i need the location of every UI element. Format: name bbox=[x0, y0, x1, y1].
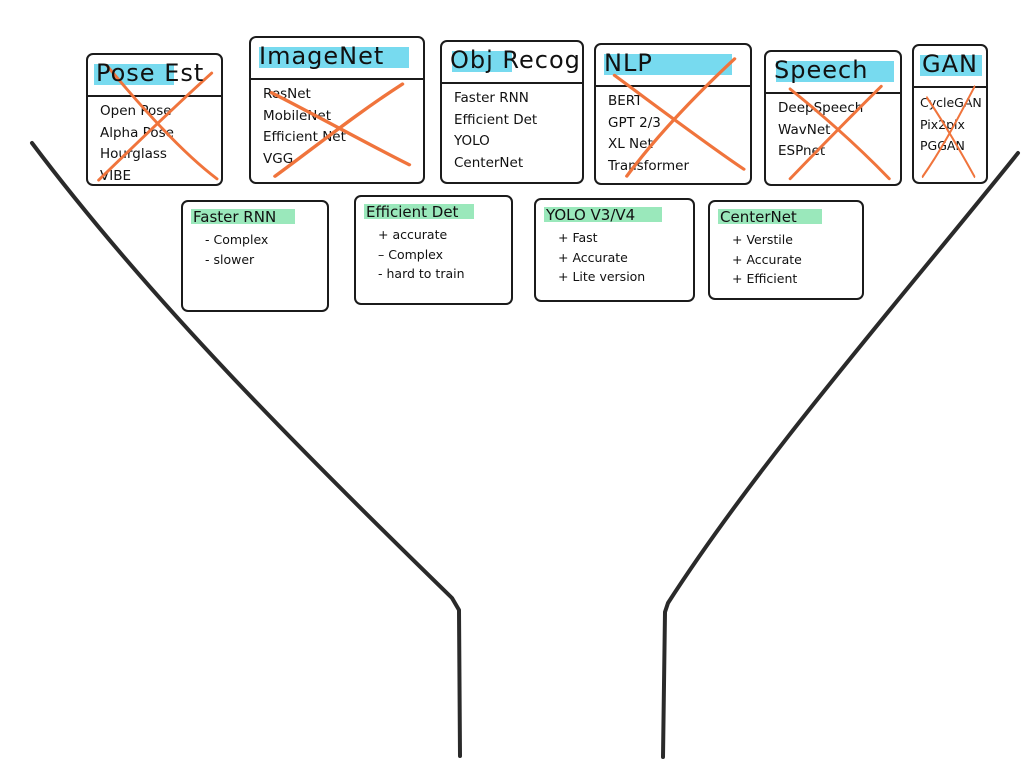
list-item: + accurate bbox=[378, 227, 448, 242]
category-title: NLP bbox=[604, 49, 653, 77]
list-item: BERT bbox=[608, 93, 643, 109]
list-item: Transformer bbox=[608, 157, 690, 174]
list-item: WavNet bbox=[778, 121, 831, 138]
note-title-highlight bbox=[718, 209, 822, 224]
note-title: Efficient Det bbox=[366, 203, 459, 221]
title-divider bbox=[914, 86, 986, 88]
note-card-centernet: CenterNet + Verstile + Accurate + Effici… bbox=[708, 200, 864, 300]
funnel-right-edge bbox=[661, 151, 1020, 759]
title-highlight bbox=[259, 47, 409, 68]
list-item: ESPnet bbox=[778, 143, 826, 159]
note-card-efficient-det: Efficient Det + accurate – Complex - har… bbox=[354, 195, 513, 305]
list-item: CenterNet bbox=[454, 154, 524, 171]
category-card-speech: Speech DeepSpeech WavNet ESPnet bbox=[764, 50, 902, 186]
list-item: GPT 2/3 bbox=[608, 114, 661, 131]
note-title-highlight bbox=[544, 207, 662, 222]
category-title: Pose Est bbox=[96, 59, 205, 87]
title-divider bbox=[251, 78, 423, 80]
funnel-left-edge bbox=[30, 141, 462, 758]
category-card-pose-est: Pose Est Open Pose Alpha Pose Hourglass … bbox=[86, 53, 223, 186]
model-list: Faster RNN Efficient Det YOLO CenterNet bbox=[454, 88, 537, 174]
list-item: Efficient Net bbox=[263, 129, 346, 145]
list-item: Faster RNN bbox=[454, 90, 529, 106]
note-title: YOLO V3/V4 bbox=[546, 206, 636, 224]
list-item: Open Pose bbox=[100, 103, 172, 119]
note-card-faster-rnn: Faster RNN - Complex - slower bbox=[181, 200, 329, 312]
list-item: Efficient Det bbox=[454, 111, 538, 128]
title-highlight bbox=[776, 61, 894, 82]
title-highlight bbox=[452, 51, 512, 72]
list-item: - Complex bbox=[205, 232, 269, 247]
model-list: CycleGAN Pix2pix PGGAN bbox=[920, 92, 982, 157]
title-divider bbox=[596, 85, 750, 87]
title-divider bbox=[766, 92, 900, 94]
list-item: Pix2pix bbox=[920, 116, 965, 132]
list-item: Hourglass bbox=[100, 146, 167, 162]
model-list: BERT GPT 2/3 XL Net Transformer bbox=[608, 91, 689, 177]
note-title-highlight bbox=[364, 204, 474, 219]
note-card-yolo: YOLO V3/V4 + Fast + Accurate + Lite vers… bbox=[534, 198, 695, 302]
list-item: PGGAN bbox=[920, 138, 965, 153]
list-item: + Fast bbox=[558, 230, 598, 245]
note-title: Faster RNN bbox=[193, 208, 277, 226]
list-item: VGG bbox=[263, 150, 294, 167]
title-divider bbox=[88, 95, 221, 97]
pros-cons-list: - Complex - slower bbox=[205, 230, 268, 269]
list-item: + Accurate bbox=[558, 249, 628, 265]
list-item: YOLO bbox=[454, 133, 490, 149]
list-item: - slower bbox=[205, 251, 255, 267]
list-item: + Lite version bbox=[558, 269, 646, 284]
note-title-highlight bbox=[191, 209, 295, 224]
category-card-imagenet: ImageNet ResNet MobileNet Efficient Net … bbox=[249, 36, 425, 184]
list-item: MobileNet bbox=[263, 107, 331, 124]
category-title: Obj Recog bbox=[450, 46, 581, 74]
list-item: XL Net bbox=[608, 136, 653, 152]
list-item: + Accurate bbox=[732, 251, 802, 267]
note-title: CenterNet bbox=[720, 208, 797, 226]
category-title: GAN bbox=[922, 50, 978, 78]
title-highlight bbox=[920, 55, 982, 76]
list-item: + Verstile bbox=[732, 232, 793, 247]
list-item: DeepSpeech bbox=[778, 100, 864, 116]
model-list: ResNet MobileNet Efficient Net VGG bbox=[263, 84, 346, 170]
category-title: ImageNet bbox=[259, 42, 385, 70]
list-item: VIBE bbox=[100, 167, 132, 184]
list-item: – Complex bbox=[378, 246, 444, 262]
category-card-nlp: NLP BERT GPT 2/3 XL Net Transformer bbox=[594, 43, 752, 185]
pros-cons-list: + Verstile + Accurate + Efficient bbox=[732, 230, 802, 289]
list-item: - hard to train bbox=[378, 266, 465, 281]
title-divider bbox=[442, 82, 582, 84]
list-item: Alpha Pose bbox=[100, 124, 174, 141]
model-list: Open Pose Alpha Pose Hourglass VIBE bbox=[100, 101, 174, 187]
list-item: + Efficient bbox=[732, 271, 798, 286]
list-item: CycleGAN bbox=[920, 95, 982, 110]
pros-cons-list: + Fast + Accurate + Lite version bbox=[558, 228, 645, 287]
category-title: Speech bbox=[774, 56, 869, 84]
model-list: DeepSpeech WavNet ESPnet bbox=[778, 98, 863, 163]
list-item: ResNet bbox=[263, 86, 311, 102]
category-card-obj-recog: Obj Recog Faster RNN Efficient Det YOLO … bbox=[440, 40, 584, 184]
category-card-gan: GAN CycleGAN Pix2pix PGGAN bbox=[912, 44, 988, 184]
pros-cons-list: + accurate – Complex - hard to train bbox=[378, 225, 465, 284]
